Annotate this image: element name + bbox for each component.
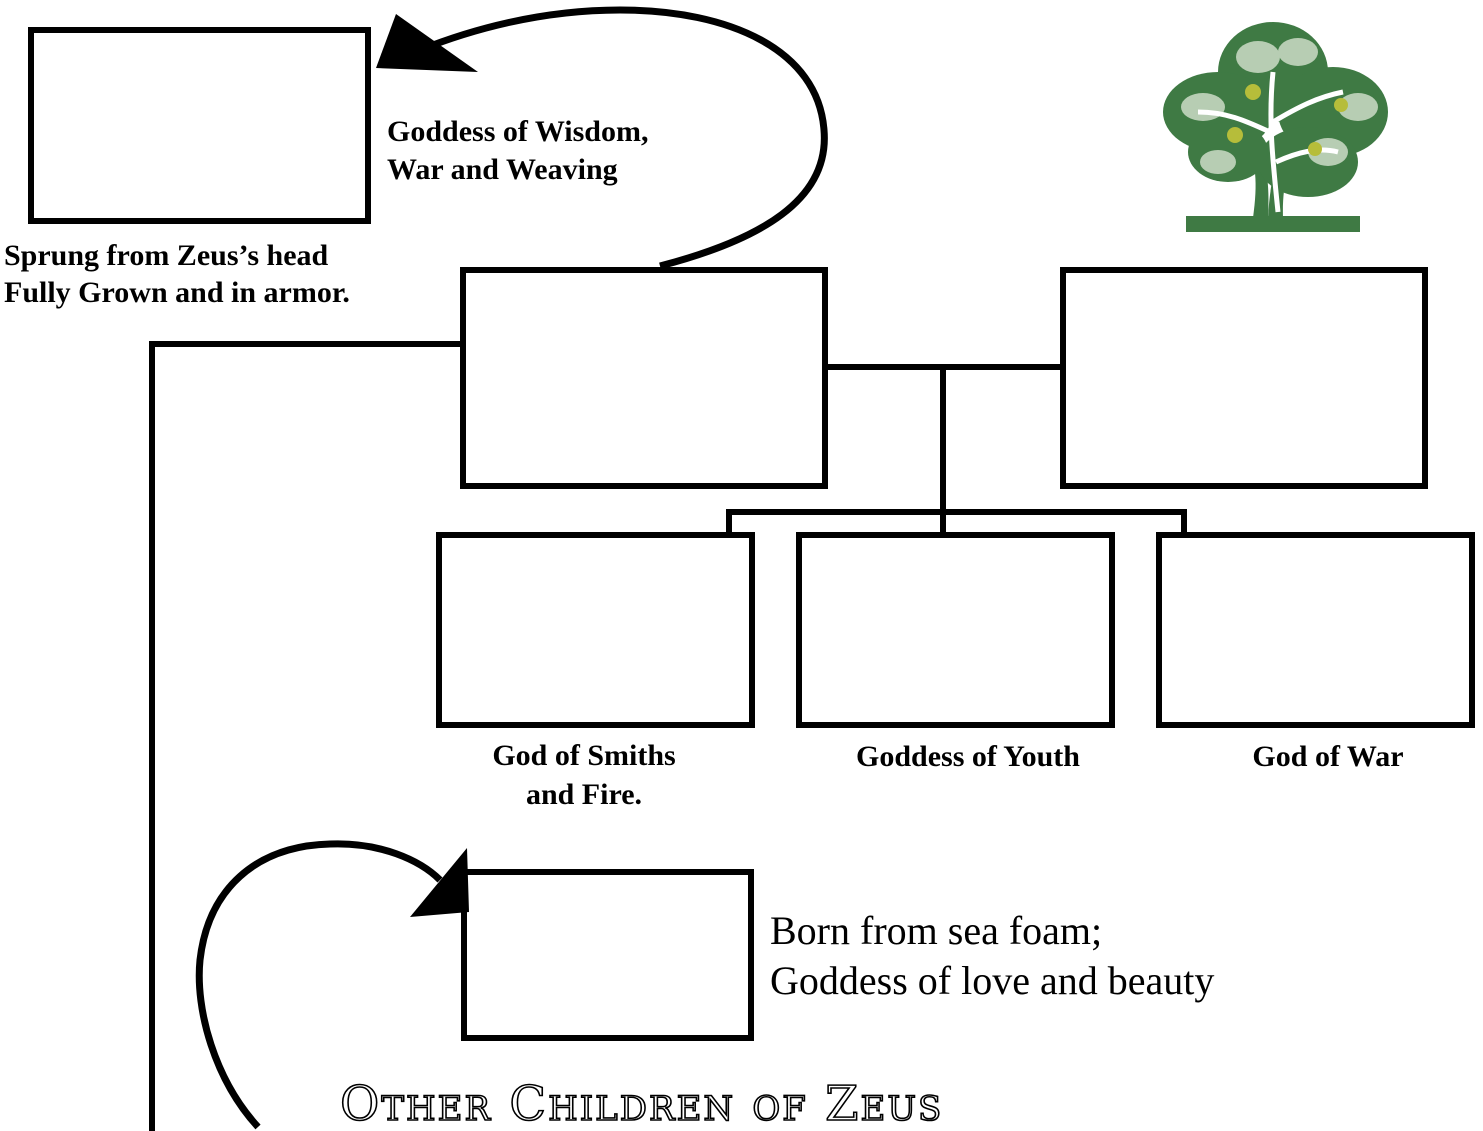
aphrodite-birth-arrow [195,840,469,1130]
ares-label: God of War [1252,740,1403,773]
hephaestus-label-line-1: God of Smiths [492,739,675,772]
aphrodite-description-line-1: Born from sea foam; [770,908,1102,953]
connector-lines [149,341,1187,1131]
athena-birth-arrow [376,6,828,270]
athena-box [28,27,371,224]
athena-birth-line-1: Sprung from Zeus’s head [4,239,329,272]
hera-box [1060,267,1428,489]
section-title: Other Children of Zeus [340,1076,943,1131]
arrowhead-icon [410,848,469,917]
hebe-label: Goddess of Youth [856,740,1080,773]
ares-box [1156,532,1475,728]
athena-birth-line-2: Fully Grown and in armor. [4,276,350,309]
hebe-box [796,532,1115,728]
athena-description-line-2: War and Weaving [387,153,618,186]
aphrodite-box [461,869,754,1041]
athena-description-line-1: Goddess of Wisdom, [387,115,648,148]
arrowhead-icon [376,14,478,72]
zeus-box [460,267,828,489]
tree-icon [1163,22,1388,232]
hephaestus-box [436,532,755,728]
hephaestus-label-line-2: and Fire. [526,778,642,811]
aphrodite-description-line-2: Goddess of love and beauty [770,958,1214,1003]
